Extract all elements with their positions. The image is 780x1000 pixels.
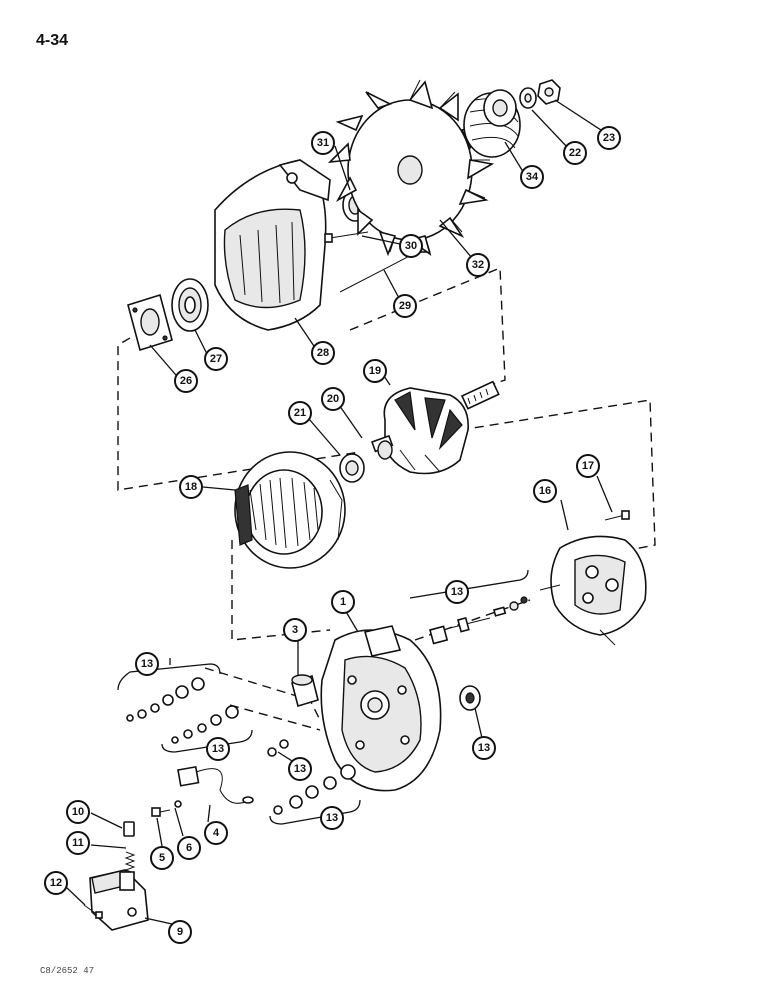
callout-11: 11	[66, 831, 90, 855]
part-13-washer-stack-lower	[171, 705, 239, 744]
svg-text:32: 32	[472, 259, 484, 271]
svg-text:13: 13	[294, 763, 306, 775]
callout-28: 28	[311, 341, 335, 365]
svg-text:13: 13	[451, 586, 463, 598]
callout-10: 10	[66, 800, 90, 824]
part-4-capacitor	[177, 765, 254, 804]
part-19-rotor	[370, 380, 500, 475]
part-3-sleeve	[291, 674, 319, 708]
part-1-drive-end-housing	[320, 625, 442, 792]
svg-text:6: 6	[186, 842, 192, 854]
callout-4: 4	[204, 821, 228, 845]
part-18-stator	[234, 451, 346, 569]
svg-text:20: 20	[327, 393, 339, 405]
svg-text:29: 29	[399, 300, 411, 312]
callout-13-left-lower: 13	[206, 737, 230, 761]
part-20-slip-ring	[377, 440, 393, 460]
callout-30: 30	[399, 234, 423, 258]
svg-text:4: 4	[213, 827, 220, 839]
part-21-bearing	[339, 453, 365, 483]
svg-text:34: 34	[526, 171, 539, 183]
svg-text:9: 9	[177, 926, 183, 938]
callout-17: 17	[576, 454, 600, 478]
callout-31: 31	[311, 131, 335, 155]
reference-code: C8/2652 47	[40, 966, 95, 976]
svg-text:30: 30	[405, 240, 417, 252]
svg-text:13: 13	[326, 812, 338, 824]
callout-34: 34	[520, 165, 544, 189]
svg-text:21: 21	[294, 407, 306, 419]
part-13-nut-pair	[267, 739, 289, 757]
part-13-washer-stack-upper	[126, 677, 205, 722]
callout-16: 16	[533, 479, 557, 503]
part-5-screw	[151, 807, 171, 817]
callout-13-left-upper: 13	[135, 652, 159, 676]
svg-text:19: 19	[369, 365, 381, 377]
callout-13-top: 13	[445, 580, 469, 604]
callout-13-right: 13	[472, 736, 496, 760]
svg-text:22: 22	[569, 147, 581, 159]
callout-5: 5	[150, 846, 174, 870]
part-32-fan	[327, 79, 495, 257]
svg-text:16: 16	[539, 485, 551, 497]
part-23-nut	[537, 79, 561, 105]
svg-text:10: 10	[72, 806, 84, 818]
part-16-rectifier	[539, 535, 647, 646]
svg-text:11: 11	[72, 837, 84, 849]
callout-3: 3	[283, 618, 307, 642]
callout-21: 21	[288, 401, 312, 425]
callout-6: 6	[177, 836, 201, 860]
callout-19: 19	[363, 359, 387, 383]
part-13-bushing	[459, 685, 481, 711]
part-6-washer	[174, 800, 182, 808]
callout-32: 32	[466, 253, 490, 277]
callout-12: 12	[44, 871, 68, 895]
svg-text:26: 26	[180, 375, 192, 387]
callout-26: 26	[174, 369, 198, 393]
part-26-retainer-plate	[127, 293, 173, 352]
part-27-bearing	[171, 278, 209, 332]
svg-text:13: 13	[141, 658, 153, 670]
callout-20: 20	[321, 387, 345, 411]
svg-text:28: 28	[317, 347, 329, 359]
svg-text:17: 17	[582, 460, 594, 472]
svg-text:31: 31	[317, 137, 329, 149]
svg-text:5: 5	[159, 852, 165, 864]
svg-text:13: 13	[212, 743, 224, 755]
callout-22: 22	[563, 141, 587, 165]
part-28-rear-housing	[214, 159, 331, 331]
part-17-screw	[604, 510, 630, 521]
callout-9: 9	[168, 920, 192, 944]
svg-text:3: 3	[292, 624, 298, 636]
part-13-washer-stack-bottom	[273, 764, 356, 815]
part-9-regulator	[89, 869, 149, 931]
svg-text:1: 1	[340, 596, 346, 608]
svg-text:18: 18	[185, 481, 197, 493]
svg-text:13: 13	[478, 742, 490, 754]
part-12-screw	[83, 904, 103, 919]
svg-text:27: 27	[210, 353, 222, 365]
callout-27: 27	[204, 347, 228, 371]
part-10-brush	[123, 821, 135, 837]
part-34-pulley	[463, 89, 521, 158]
svg-text:12: 12	[50, 877, 62, 889]
callout-13-center: 13	[288, 757, 312, 781]
part-22-washer	[519, 87, 537, 109]
page-number: 4-34	[36, 32, 69, 49]
callout-1: 1	[331, 590, 355, 614]
callout-23: 23	[597, 126, 621, 150]
part-30-screw	[324, 231, 369, 243]
svg-text:23: 23	[603, 132, 615, 144]
callout-29: 29	[393, 294, 417, 318]
part-13-terminal-stud	[429, 596, 528, 645]
callout-13-bottom: 13	[320, 806, 344, 830]
callout-18: 18	[179, 475, 203, 499]
